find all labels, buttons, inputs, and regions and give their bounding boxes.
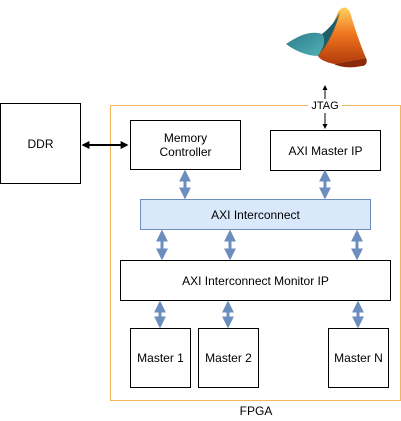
master-2-box	[198, 328, 259, 388]
jtag-label: JTAG	[311, 100, 339, 112]
ddr-box	[0, 103, 81, 184]
axi-master-ip-box	[270, 130, 381, 171]
master-n-label: Master N	[334, 351, 383, 365]
monitor-ip-label: AXI Interconnect Monitor IP	[182, 273, 329, 288]
master-1-box	[130, 328, 191, 388]
jtag-label-bg	[308, 99, 342, 113]
memory-controller-box	[130, 120, 241, 170]
master-1-label: Master 1	[137, 351, 184, 365]
master-2-label: Master 2	[205, 351, 252, 365]
memory-controller-label: Memory Controller	[159, 131, 212, 159]
axi-master-ip-label: AXI Master IP	[288, 143, 363, 158]
master-n-box	[328, 328, 389, 388]
fpga-label: FPGA	[239, 404, 273, 418]
axi-interconnect-box	[140, 199, 371, 230]
matlab-membrane-logo-icon	[286, 7, 367, 68]
axi-interconnect-label: AXI Interconnect	[211, 207, 300, 222]
ddr-label: DDR	[27, 136, 54, 151]
monitor-ip-box	[120, 260, 391, 301]
